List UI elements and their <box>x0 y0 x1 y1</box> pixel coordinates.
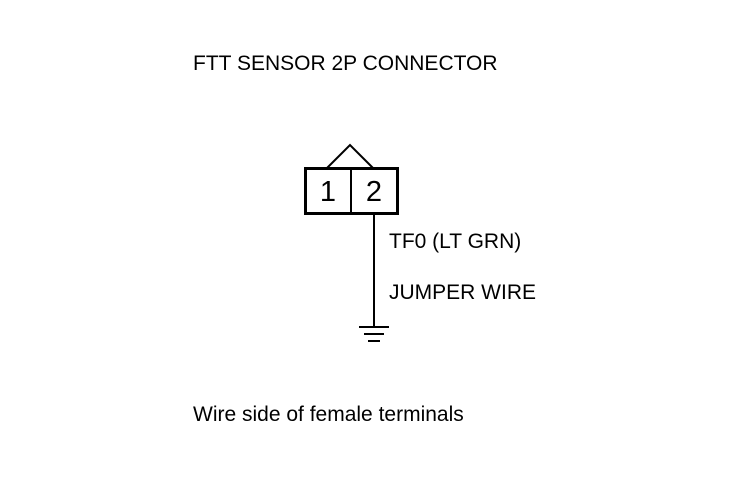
jumper-wire-label: JUMPER WIRE <box>389 281 536 304</box>
terminal-2-number: 2 <box>366 176 382 208</box>
connector-title: FTT SENSOR 2P CONNECTOR <box>193 52 498 75</box>
view-caption: Wire side of female terminals <box>193 403 464 426</box>
wire-color-label: TF0 (LT GRN) <box>389 230 522 253</box>
ground-icon <box>359 326 389 342</box>
terminal-1-number: 1 <box>320 176 336 208</box>
connector-key-tab <box>326 143 374 169</box>
